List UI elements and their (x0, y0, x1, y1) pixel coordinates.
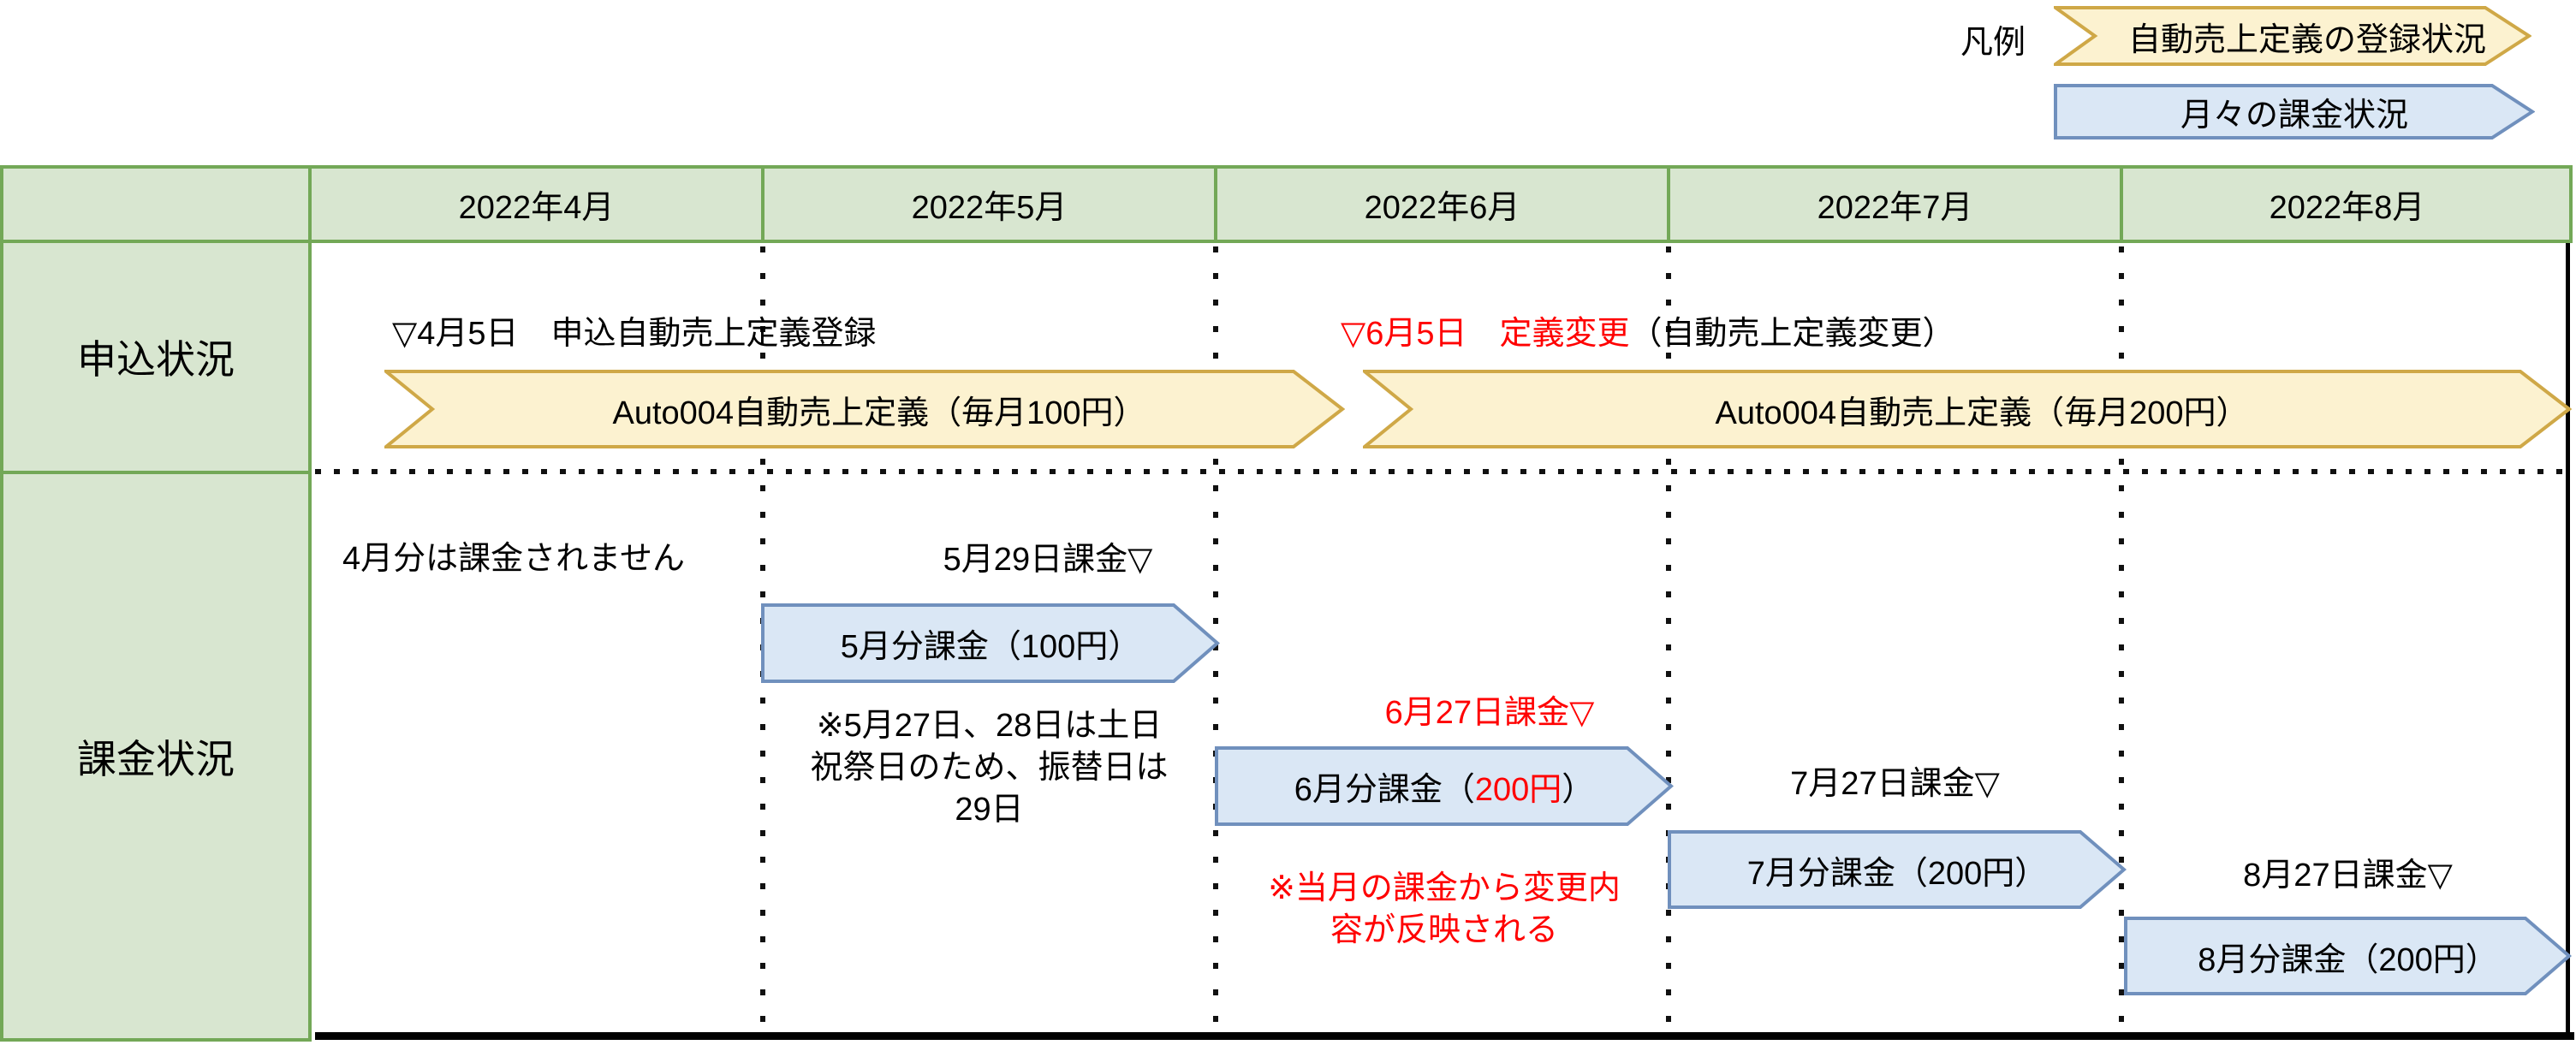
definition-arrow-200-text: Auto004自動売上定義（毎月200円） (1715, 395, 2249, 431)
may-holiday-note-line1: ※5月27日、28日は土日 (816, 708, 1163, 744)
header-divider (1214, 165, 1217, 243)
month-divider-dotted-june (1213, 246, 1218, 1032)
month-header-june: 2022年6月 (1364, 190, 1520, 226)
pentagon-shape-icon (1215, 746, 1674, 826)
timeline-right-border (2566, 243, 2570, 1034)
month-header-august: 2022年8月 (2269, 190, 2425, 226)
timeline-baseline (315, 1032, 2574, 1040)
april-registration-event: ▽4月5日 申込自動売上定義登録 (392, 316, 877, 352)
legend-billing-arrow: 月々の課金状況 (2054, 84, 2535, 140)
month-header-may: 2022年5月 (911, 190, 1068, 226)
row-divider-dotted (315, 469, 2574, 474)
pentagon-shape-icon (2124, 917, 2572, 995)
april-no-charge-note: 4月分は課金されません (342, 541, 685, 577)
july-charge-date: 7月27日課金▽ (1790, 766, 2000, 802)
billing-arrow-august: 8月分課金（200円） (2124, 917, 2572, 995)
row-label-application-text: 申込状況 (77, 337, 235, 382)
may-holiday-note-line2: 祝祭日のため、振替日は (810, 750, 1169, 786)
month-header-july: 2022年7月 (1817, 190, 1973, 226)
june-charge-date: 6月27日課金▽ (1384, 695, 1595, 731)
may-holiday-note-line3: 29日 (955, 792, 1024, 828)
month-header-april: 2022年4月 (458, 190, 615, 226)
pentagon-shape-icon (761, 603, 1220, 683)
billing-arrow-june-pre: 6月分課金（ (1294, 772, 1475, 808)
row-label-billing-text: 課金状況 (77, 736, 235, 781)
pentagon-shape-icon (1668, 830, 2127, 909)
header-divider (308, 165, 312, 243)
legend-registration-text: 自動売上定義の登録状況 (2127, 21, 2486, 58)
billing-arrow-june: 6月分課金（200円） (1215, 746, 1674, 826)
header-divider (2120, 165, 2123, 243)
row-label-billing: 課金状況 (0, 471, 312, 1042)
june-change-event-detail: （自動売上定義変更） (1629, 316, 1955, 352)
definition-arrow-100-text: Auto004自動売上定義（毎月100円） (612, 395, 1146, 431)
header-divider (761, 165, 764, 243)
month-header-row (0, 165, 2573, 243)
billing-arrow-august-text: 8月分課金（200円） (2198, 941, 2498, 978)
legend-billing-text: 月々の課金状況 (2180, 98, 2408, 134)
june-change-event-date: ▽6月5日 定義変更 (1341, 316, 1630, 352)
june-change-event: ▽6月5日 定義変更（自動売上定義変更） (1341, 306, 1955, 353)
billing-arrow-june-post: ） (1562, 772, 1595, 808)
row-label-application: 申込状況 (0, 240, 312, 474)
chevron-shape-icon (2054, 6, 2531, 66)
billing-arrow-july: 7月分課金（200円） (1668, 830, 2127, 909)
billing-arrow-july-text: 7月分課金（200円） (1746, 855, 2048, 892)
billing-arrow-may: 5月分課金（100円） (761, 603, 1220, 683)
may-charge-date: 5月29日課金▽ (943, 542, 1153, 578)
month-divider-dotted-july (1666, 246, 1671, 1032)
june-reflect-note: ※当月の課金から変更内 容が反映される (1216, 868, 1673, 952)
chevron-shape-icon (1363, 370, 2572, 448)
header-divider (1667, 165, 1670, 243)
chevron-shape-icon (384, 370, 1345, 448)
billing-arrow-june-text: 6月分課金（200円） (1215, 746, 1674, 826)
billing-arrow-june-amount: 200円 (1474, 772, 1562, 808)
billing-arrow-may-text: 5月分課金（100円） (840, 629, 1141, 665)
legend-label: 凡例 (1960, 25, 2026, 61)
definition-arrow-100: Auto004自動売上定義（毎月100円） (384, 370, 1345, 448)
pentagon-shape-icon (2054, 84, 2535, 140)
may-holiday-note: ※5月27日、28日は土日 祝祭日のため、振替日は 29日 (763, 705, 1216, 831)
month-divider-dotted-august (2119, 246, 2124, 1032)
june-reflect-note-line1: ※当月の課金から変更内 (1268, 870, 1621, 906)
august-charge-date: 8月27日課金▽ (2243, 858, 2453, 894)
definition-arrow-200: Auto004自動売上定義（毎月200円） (1363, 370, 2572, 448)
june-reflect-note-line2: 容が反映される (1330, 912, 1558, 948)
legend-registration-arrow: 自動売上定義の登録状況 (2054, 6, 2531, 66)
